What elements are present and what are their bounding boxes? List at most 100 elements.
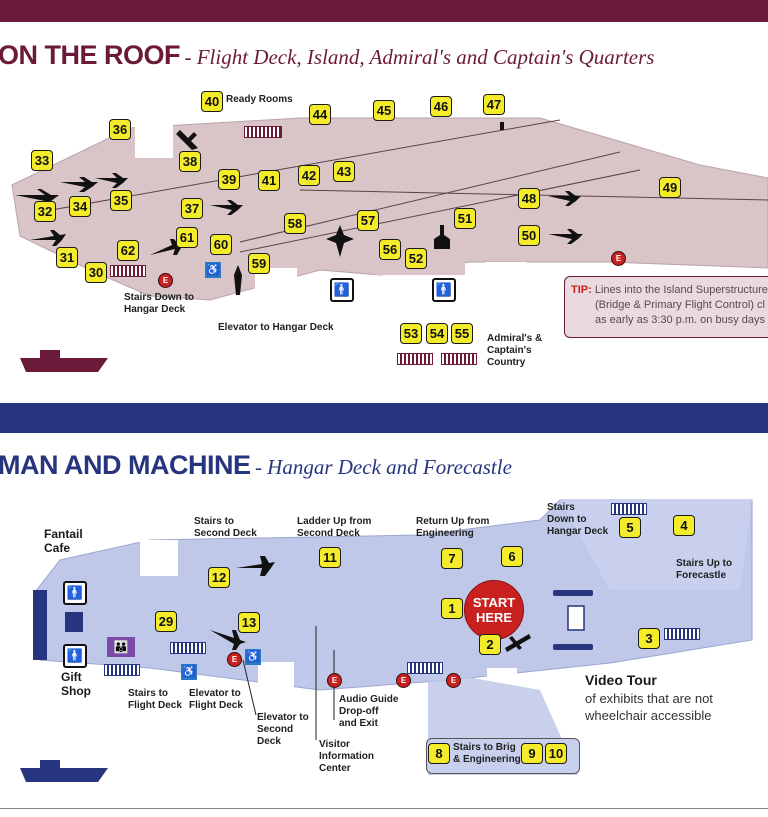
exhibit-40[interactable]: 40 bbox=[201, 91, 223, 112]
hangar-section-title: MAN AND MACHINE - Hangar Deck and Foreca… bbox=[0, 450, 512, 481]
visitor-info-label: Visitor Information Center bbox=[319, 739, 374, 774]
elevator-flight-deck-label: Elevator to Flight Deck bbox=[189, 688, 243, 711]
hangar-marker-e3: E bbox=[396, 673, 411, 688]
forecastle-shape bbox=[560, 500, 752, 590]
tip-label: TIP: bbox=[571, 284, 592, 296]
exhibit-43[interactable]: 43 bbox=[333, 161, 355, 182]
exhibit-58[interactable]: 58 bbox=[284, 213, 306, 234]
family-restroom-icon: 👪 bbox=[107, 637, 135, 657]
exhibit-47[interactable]: 47 bbox=[483, 94, 505, 115]
hangar-cutout-1 bbox=[140, 540, 178, 576]
exhibit-50[interactable]: 50 bbox=[518, 225, 540, 246]
tip-text-2: (Bridge & Primary Flight Control) cl bbox=[595, 299, 765, 311]
roof-section-title: ON THE ROOF - Flight Deck, Island, Admir… bbox=[0, 40, 654, 71]
exhibit-60[interactable]: 60 bbox=[210, 234, 232, 255]
exhibit-56[interactable]: 56 bbox=[379, 239, 401, 260]
tip-box: TIP: Lines into the Island Superstructur… bbox=[564, 276, 768, 338]
hangar-stairs-second bbox=[170, 642, 206, 654]
exhibit-8[interactable]: 8 bbox=[428, 743, 450, 764]
exhibit-32[interactable]: 32 bbox=[34, 201, 56, 222]
flight-deck-shape bbox=[11, 117, 768, 301]
stairs-brig-label: Stairs to Brig & Engineering bbox=[453, 742, 521, 765]
exhibit-6[interactable]: 6 bbox=[501, 546, 523, 567]
exhibit-41[interactable]: 41 bbox=[258, 170, 280, 191]
hangar-marker-e2: E bbox=[327, 673, 342, 688]
hangar-marker-e4: E bbox=[446, 673, 461, 688]
exhibit-49[interactable]: 49 bbox=[659, 177, 681, 198]
exhibit-54[interactable]: 54 bbox=[426, 323, 448, 344]
exhibit-9[interactable]: 9 bbox=[521, 743, 543, 764]
exhibit-37[interactable]: 37 bbox=[181, 198, 203, 219]
exhibit-5[interactable]: 5 bbox=[619, 517, 641, 538]
exhibit-38[interactable]: 38 bbox=[179, 151, 201, 172]
stairs-second-deck-label: Stairs to Second Deck bbox=[194, 516, 257, 539]
exhibit-51[interactable]: 51 bbox=[454, 208, 476, 229]
hangar-restroom-icon-2: 🚹 bbox=[63, 644, 87, 668]
hangar-stairs-forecastle bbox=[664, 628, 700, 640]
top-band bbox=[0, 0, 768, 22]
video-screen bbox=[567, 605, 585, 631]
hangar-deck-shape bbox=[34, 499, 753, 691]
ship-icon-roof bbox=[20, 350, 108, 372]
roof-restroom-icon-1: 🚹 bbox=[330, 278, 354, 302]
roof-stairs-30 bbox=[110, 265, 146, 277]
video-tour-title: Video Tour bbox=[585, 672, 657, 688]
exhibit-55[interactable]: 55 bbox=[451, 323, 473, 344]
exhibit-29[interactable]: 29 bbox=[155, 611, 177, 632]
roof-marker-e1: E bbox=[158, 273, 173, 288]
exhibit-48[interactable]: 48 bbox=[518, 188, 540, 209]
exhibit-4[interactable]: 4 bbox=[673, 515, 695, 536]
gift-shop-label: Gift Shop bbox=[61, 670, 91, 698]
deck-cutout-1 bbox=[135, 124, 173, 158]
exhibit-45[interactable]: 45 bbox=[373, 100, 395, 121]
exhibit-62[interactable]: 62 bbox=[117, 240, 139, 261]
start-here-badge[interactable]: START HERE bbox=[464, 580, 524, 640]
deck-cutout-3 bbox=[485, 262, 527, 302]
exhibit-3[interactable]: 3 bbox=[638, 628, 660, 649]
roof-title-italic: - Flight Deck, Island, Admiral's and Cap… bbox=[184, 45, 655, 69]
roof-restroom-icon-2: 🚹 bbox=[432, 278, 456, 302]
exhibit-13[interactable]: 13 bbox=[238, 612, 260, 633]
exhibit-35[interactable]: 35 bbox=[110, 190, 132, 211]
tip-text-3: as early as 3:30 p.m. on busy days bbox=[595, 314, 765, 326]
stairs-down-hangar-label: Stairs Down to Hangar Deck bbox=[124, 292, 195, 315]
exhibit-61[interactable]: 61 bbox=[176, 227, 198, 248]
exhibit-1[interactable]: 1 bbox=[441, 598, 463, 619]
elevator-second-deck-label: Elevator to Second Deck bbox=[257, 712, 309, 747]
exhibit-11[interactable]: 11 bbox=[319, 547, 341, 568]
hangar-wheelchair-icon-2: ♿ bbox=[245, 649, 261, 665]
hangar-stairs-brig bbox=[407, 662, 443, 674]
exhibit-39[interactable]: 39 bbox=[218, 169, 240, 190]
exhibit-7[interactable]: 7 bbox=[441, 548, 463, 569]
exhibit-34[interactable]: 34 bbox=[69, 196, 91, 217]
exhibit-36[interactable]: 36 bbox=[109, 119, 131, 140]
exhibit-44[interactable]: 44 bbox=[309, 104, 331, 125]
ladder-up-label: Ladder Up from Second Deck bbox=[297, 516, 372, 539]
admirals-stairs-1 bbox=[397, 353, 433, 365]
return-up-label: Return Up from Engineering bbox=[416, 516, 490, 539]
exhibit-42[interactable]: 42 bbox=[298, 165, 320, 186]
exhibit-33[interactable]: 33 bbox=[31, 150, 53, 171]
exhibit-53[interactable]: 53 bbox=[400, 323, 422, 344]
ready-rooms-stairs bbox=[244, 126, 282, 138]
tip-text-1: Lines into the Island Superstructure bbox=[594, 284, 768, 296]
exhibit-52[interactable]: 52 bbox=[405, 248, 427, 269]
exhibit-57[interactable]: 57 bbox=[357, 210, 379, 231]
fantail-cafe-label: Fantail Cafe bbox=[44, 527, 83, 555]
stairs-flight-deck-label: Stairs to Flight Deck bbox=[128, 688, 182, 711]
ship-icon-hangar bbox=[20, 760, 108, 782]
exhibit-10[interactable]: 10 bbox=[545, 743, 567, 764]
exhibit-30[interactable]: 30 bbox=[85, 262, 107, 283]
bottom-line bbox=[0, 808, 768, 809]
exhibit-59[interactable]: 59 bbox=[248, 253, 270, 274]
stairs-up-forecastle-label: Stairs Up to Forecastle bbox=[676, 558, 733, 581]
elevator-hangar-label: Elevator to Hangar Deck bbox=[218, 322, 334, 333]
exhibit-31[interactable]: 31 bbox=[56, 247, 78, 268]
exhibit-2[interactable]: 2 bbox=[479, 634, 501, 655]
ready-rooms-label: Ready Rooms bbox=[226, 94, 293, 105]
exhibit-12[interactable]: 12 bbox=[208, 567, 230, 588]
deck-cutout-2 bbox=[255, 268, 297, 308]
audio-guide-label: Audio Guide Drop-off and Exit bbox=[339, 694, 399, 729]
exhibit-46[interactable]: 46 bbox=[430, 96, 452, 117]
